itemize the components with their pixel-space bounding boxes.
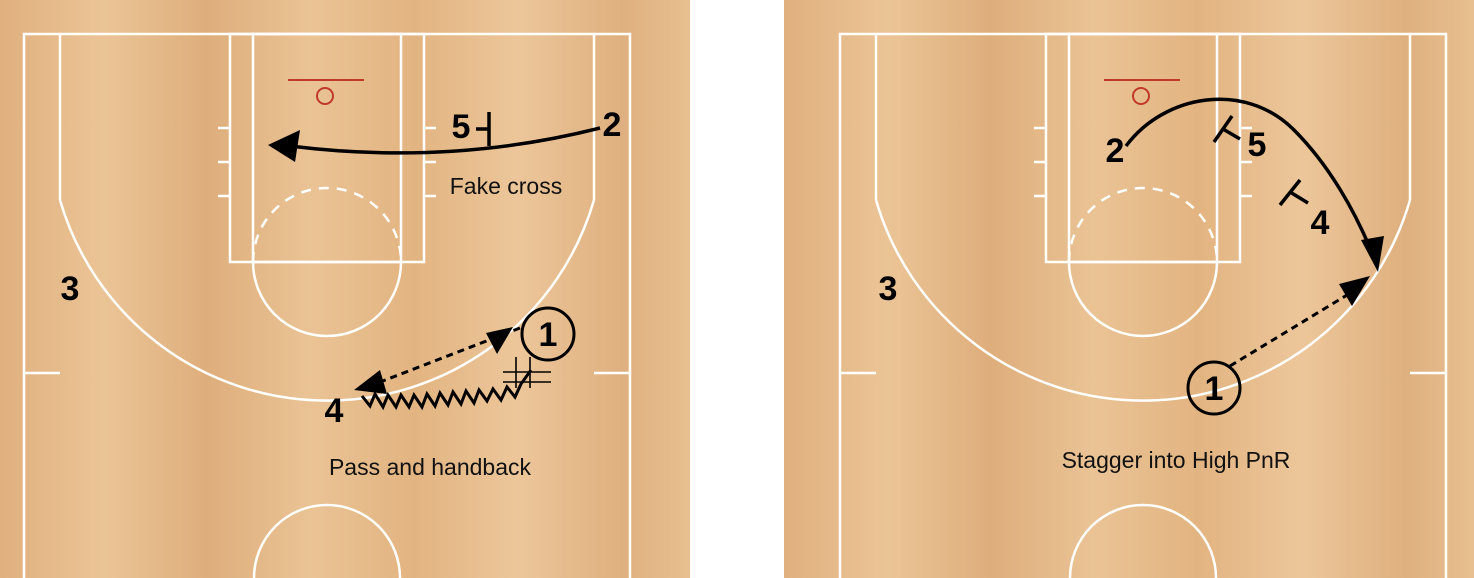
basket (1104, 79, 1180, 105)
center-circle (1068, 503, 1218, 578)
handoff-marker (503, 357, 551, 388)
pass-arrowhead (1339, 276, 1370, 306)
rim (1132, 87, 1150, 105)
inner-lane (1067, 32, 1219, 264)
play-diagram-fake-cross: 1 2 3 4 5 Fake cross Pass and handback (0, 0, 690, 578)
player-3: 3 (61, 270, 80, 308)
ball-handler-circle (1186, 360, 1242, 416)
free-throw-circle-solid (251, 261, 403, 338)
half-court: 1 2 3 4 5 Stagger into High PnR (784, 0, 1474, 578)
player-1: 1 (1205, 370, 1224, 408)
player-5: 5 (452, 108, 471, 146)
handoff-dribble-path (360, 369, 533, 411)
free-throw-circle-dashed (1067, 186, 1219, 263)
player-4: 4 (325, 392, 344, 430)
cut-path-2 (289, 126, 601, 155)
handoff-arrowhead (486, 327, 513, 354)
half-court: 1 2 3 4 5 Fake cross Pass and handback (0, 0, 690, 578)
court-floor (0, 0, 690, 578)
cut-path-2 (1124, 97, 1372, 249)
player-2: 2 (1106, 132, 1125, 170)
basket (288, 79, 364, 105)
court-lines (22, 32, 632, 578)
three-point-arc (874, 199, 1412, 402)
screen-bar-5 (1212, 115, 1234, 143)
player-4: 4 (1311, 204, 1330, 242)
rim (316, 87, 334, 105)
pass-arrowhead-to-4 (354, 370, 387, 394)
cut-arrowhead (1361, 236, 1384, 272)
court-lines (838, 32, 1448, 578)
caption: Stagger into High PnR (1062, 447, 1291, 473)
free-throw-circle-solid (1067, 261, 1219, 338)
player-2: 2 (603, 106, 622, 144)
caption-bottom: Pass and handback (329, 454, 532, 480)
inner-lane (251, 32, 403, 264)
center-circle (252, 503, 402, 578)
caption-top: Fake cross (450, 173, 562, 199)
free-throw-circle-dashed (251, 186, 403, 263)
player-5: 5 (1248, 126, 1267, 164)
play-diagram-stagger-high-pnr: 1 2 3 4 5 Stagger into High PnR (784, 0, 1474, 578)
player-3: 3 (879, 270, 898, 308)
cut-arrowhead (268, 130, 300, 162)
player-1: 1 (539, 316, 558, 354)
ball-handler-circle (520, 306, 576, 362)
three-point-arc (58, 199, 596, 402)
